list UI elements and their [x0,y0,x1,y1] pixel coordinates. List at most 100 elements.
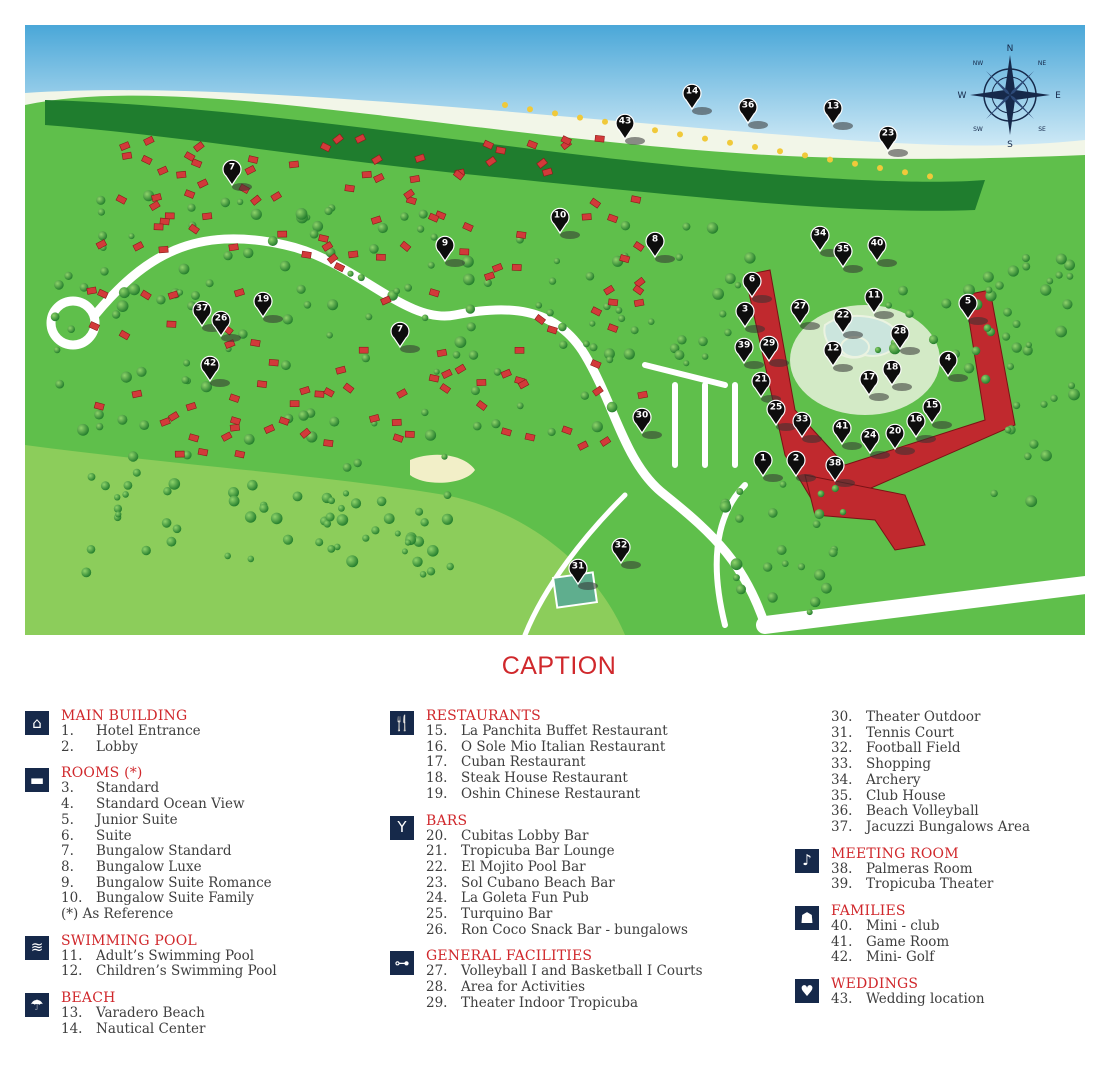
map-marker[interactable]: 10 [550,207,580,239]
map-marker[interactable]: 25 [766,399,796,431]
map-marker[interactable]: 23 [878,125,908,157]
map-marker[interactable]: 33 [792,411,822,443]
bungalow [289,400,300,408]
marker-pin [860,427,880,455]
bungalow [594,134,605,143]
map-marker[interactable]: 18 [882,359,912,391]
marker-pin [792,411,812,439]
map-marker[interactable]: 24 [860,427,890,459]
map-marker[interactable]: 7 [390,321,420,353]
tree [267,236,278,246]
map-marker[interactable]: 4 [938,350,968,382]
map-marker[interactable]: 36 [738,97,768,129]
marker-pin [825,455,845,483]
map-marker[interactable]: 17 [859,369,889,401]
tree [1002,332,1011,341]
tree [394,530,401,537]
tree [1011,342,1022,353]
map-marker[interactable]: 43 [615,113,645,145]
tree [415,507,424,516]
map-marker[interactable]: 30 [632,407,662,439]
tree [493,368,502,376]
map-marker[interactable]: 12 [823,340,853,372]
bungalow [326,253,339,265]
tree [724,328,732,337]
tree [548,277,557,285]
map-marker[interactable]: 3 [735,301,765,333]
tree [433,368,440,375]
map-marker[interactable]: 6 [742,271,772,303]
map-marker[interactable]: 41 [832,418,862,450]
map-marker[interactable]: 32 [611,537,641,569]
tree [462,255,474,268]
bungalow [299,385,311,396]
marker-label: 12 [827,344,840,354]
map-marker[interactable]: 1 [753,450,783,482]
beach-umbrella [552,110,558,117]
bungalow [577,440,589,451]
map-marker[interactable]: 40 [867,235,897,267]
marker-shadow [560,231,580,239]
legend-families: ☗ FAMILIES 40.Mini - club 41.Game Room 4… [795,903,1030,966]
tree [776,545,787,555]
marker-pin [885,423,905,451]
bungalow [380,295,392,306]
marker-shadow [843,265,863,273]
tree [421,314,429,322]
map-marker[interactable]: 9 [435,235,465,267]
tree [1022,262,1031,271]
tree [744,252,756,264]
tree [168,478,181,490]
bungalow [153,223,164,231]
tree [831,484,839,493]
tree [1050,394,1058,402]
marker-pin [742,271,762,299]
bungalow [321,241,334,252]
tree [413,536,425,547]
marker-pin [253,291,273,319]
map-marker[interactable]: 5 [958,293,988,325]
map-marker[interactable]: 7 [222,159,252,191]
map-marker[interactable]: 13 [823,98,853,130]
map-marker[interactable]: 42 [200,355,230,387]
tree [618,314,626,323]
map-marker[interactable]: 19 [253,291,283,323]
bungalow [314,390,325,398]
map-marker[interactable]: 2 [786,450,816,482]
map-marker[interactable]: 26 [211,310,241,342]
tree [1025,341,1032,348]
tree [885,302,892,309]
map-marker[interactable]: 14 [682,83,712,115]
bungalow [637,390,649,400]
marker-label: 27 [794,302,807,312]
bungalow [131,389,143,399]
tree [324,206,333,216]
tree [350,498,362,509]
map-marker[interactable]: 39 [734,337,764,369]
tree [166,536,177,547]
map-marker[interactable]: 27 [790,298,820,330]
map-marker[interactable]: 31 [568,558,598,590]
marker-pin [753,450,773,478]
map-marker[interactable]: 16 [906,411,936,443]
map-marker[interactable]: 29 [759,335,789,367]
bungalow [485,156,497,167]
map-marker[interactable]: 11 [864,287,894,319]
bungalow [164,212,175,220]
marker-shadow [948,374,968,382]
marker-shadow [655,255,675,263]
tree [427,261,435,269]
map-marker[interactable]: 35 [833,241,863,273]
map-marker[interactable]: 22 [833,307,863,339]
map-marker[interactable]: 38 [825,455,855,487]
tree [1040,284,1052,296]
tree [812,520,821,528]
map-marker[interactable]: 8 [645,231,675,263]
bungalow [256,380,268,388]
map-marker[interactable]: 20 [885,423,915,455]
map-marker[interactable]: 15 [922,397,952,429]
marker-pin [192,300,212,328]
bungalow [234,449,246,459]
tree [828,548,838,558]
map-marker[interactable]: 28 [890,323,920,355]
